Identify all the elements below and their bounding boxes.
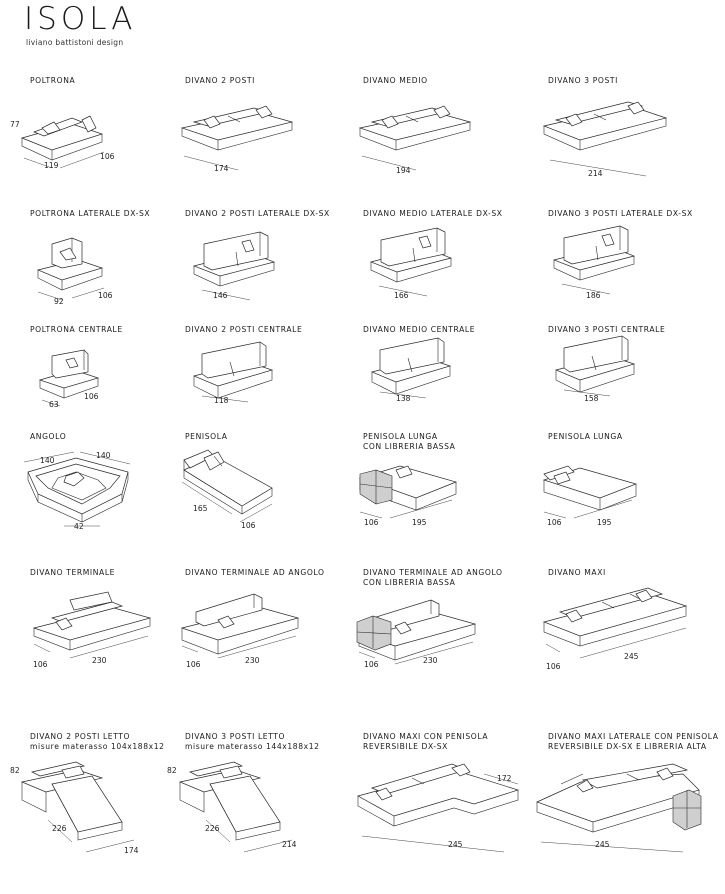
item-label: DIVANO TERMINALE	[30, 568, 116, 577]
dim-width: 174	[214, 164, 229, 173]
penisola-drawing	[178, 448, 278, 528]
divanomedio-laterale-drawing	[367, 226, 467, 298]
dim-width: 214	[282, 840, 297, 849]
item-label: DIVANO MEDIO LATERALE DX-SX	[363, 209, 503, 218]
dim-depth: 106	[547, 518, 562, 527]
divano2-laterale-drawing	[190, 230, 280, 301]
maxi-penisola-drawing	[354, 760, 524, 860]
dim-height: 82	[167, 766, 177, 775]
dim-width: 119	[44, 161, 59, 170]
angolo-drawing	[18, 450, 134, 528]
item-label: DIVANO TERMINALE AD ANGOLO	[185, 568, 325, 577]
dim-width: 63	[49, 400, 59, 409]
dim-width: 92	[54, 297, 64, 306]
brand-subtitle: liviano battistoni design	[26, 38, 124, 47]
item-label: POLTRONA CENTRALE	[30, 325, 123, 334]
dim-width: 138	[396, 394, 411, 403]
dim-depth: 165	[193, 504, 208, 513]
item-label: DIVANO MEDIO CENTRALE	[363, 325, 476, 334]
divanomedio-centrale-drawing	[368, 336, 464, 404]
item-label: DIVANO 2 POSTI	[185, 76, 255, 85]
dim-height: 77	[10, 120, 20, 129]
dim-height: 82	[10, 766, 20, 775]
divano3-letto-drawing	[176, 756, 336, 866]
dim-width: 230	[423, 656, 438, 665]
item-label: DIVANO 3 POSTI	[548, 76, 618, 85]
item-label: DIVANO 2 POSTI CENTRALE	[185, 325, 303, 334]
item-label: DIVANO MEDIO	[363, 76, 428, 85]
dim-depth: 226	[205, 824, 220, 833]
dim-width: 146	[213, 291, 228, 300]
maxi-laterale-penisola-drawing	[533, 760, 703, 860]
dim-width: 194	[396, 166, 411, 175]
divano-terminale-angolo-drawing	[178, 590, 302, 660]
dim-width: 118	[214, 396, 229, 405]
dim-depth: 106	[364, 518, 379, 527]
dim-a: 140	[40, 456, 55, 465]
dim-width: 214	[588, 169, 603, 178]
dim-depth: 226	[52, 824, 67, 833]
divanomedio-drawing	[356, 102, 481, 180]
item-label: PENISOLA LUNGA	[548, 432, 623, 441]
divano2-letto-drawing	[18, 756, 168, 866]
divano3-drawing	[540, 100, 670, 182]
divano-terminale-angolo-libreria-drawing	[355, 596, 479, 665]
divano-maxi-drawing	[540, 584, 690, 664]
item-label: DIVANO 3 POSTI CENTRALE	[548, 325, 666, 334]
dim-width: 230	[92, 656, 107, 665]
dim-depth: 106	[546, 662, 561, 671]
dim-depth: 106	[33, 660, 48, 669]
penisola-lunga-drawing	[540, 462, 640, 520]
item-label: POLTRONA LATERALE DX-SX	[30, 209, 151, 218]
poltrona-drawing	[18, 98, 138, 176]
dim-width: 186	[586, 291, 601, 300]
dim-depth: 106	[100, 152, 115, 161]
dim-width: 245	[595, 840, 610, 849]
dim-depth: 106	[98, 291, 113, 300]
dim-depth: 106	[84, 392, 99, 401]
item-label: PENISOLA	[185, 432, 228, 441]
dim-depth: 106	[364, 660, 379, 669]
dim-width: 230	[245, 656, 260, 665]
dim-width: 195	[412, 518, 427, 527]
dim-width: 195	[597, 518, 612, 527]
divano3-laterale-drawing	[550, 224, 660, 298]
dim-depth: 106	[186, 660, 201, 669]
divano3-centrale-drawing	[552, 334, 658, 404]
dim-width: 106	[241, 521, 256, 530]
dim-width: 158	[584, 394, 599, 403]
item-label: POLTRONA	[30, 76, 76, 85]
dim-width: 174	[124, 846, 139, 855]
brand-title: ISOLA	[24, 1, 137, 37]
dim-c: 42	[74, 522, 84, 531]
dim-width: 166	[394, 291, 409, 300]
dim-width: 245	[624, 652, 639, 661]
item-label: DIVANO 3 POSTI LATERALE DX-SX	[548, 209, 693, 218]
item-label: ANGOLO	[30, 432, 67, 441]
dim-depth: 172	[497, 774, 512, 783]
dim-width: 245	[448, 840, 463, 849]
divano-terminale-drawing	[30, 590, 154, 660]
item-label: DIVANO 2 POSTI LATERALE DX-SX	[185, 209, 330, 218]
penisola-lunga-libreria-drawing	[356, 460, 460, 520]
divano2-centrale-drawing	[190, 340, 275, 404]
divano2-drawing	[178, 102, 298, 180]
item-label: DIVANO MAXI	[548, 568, 606, 577]
dim-b: 140	[96, 451, 111, 460]
